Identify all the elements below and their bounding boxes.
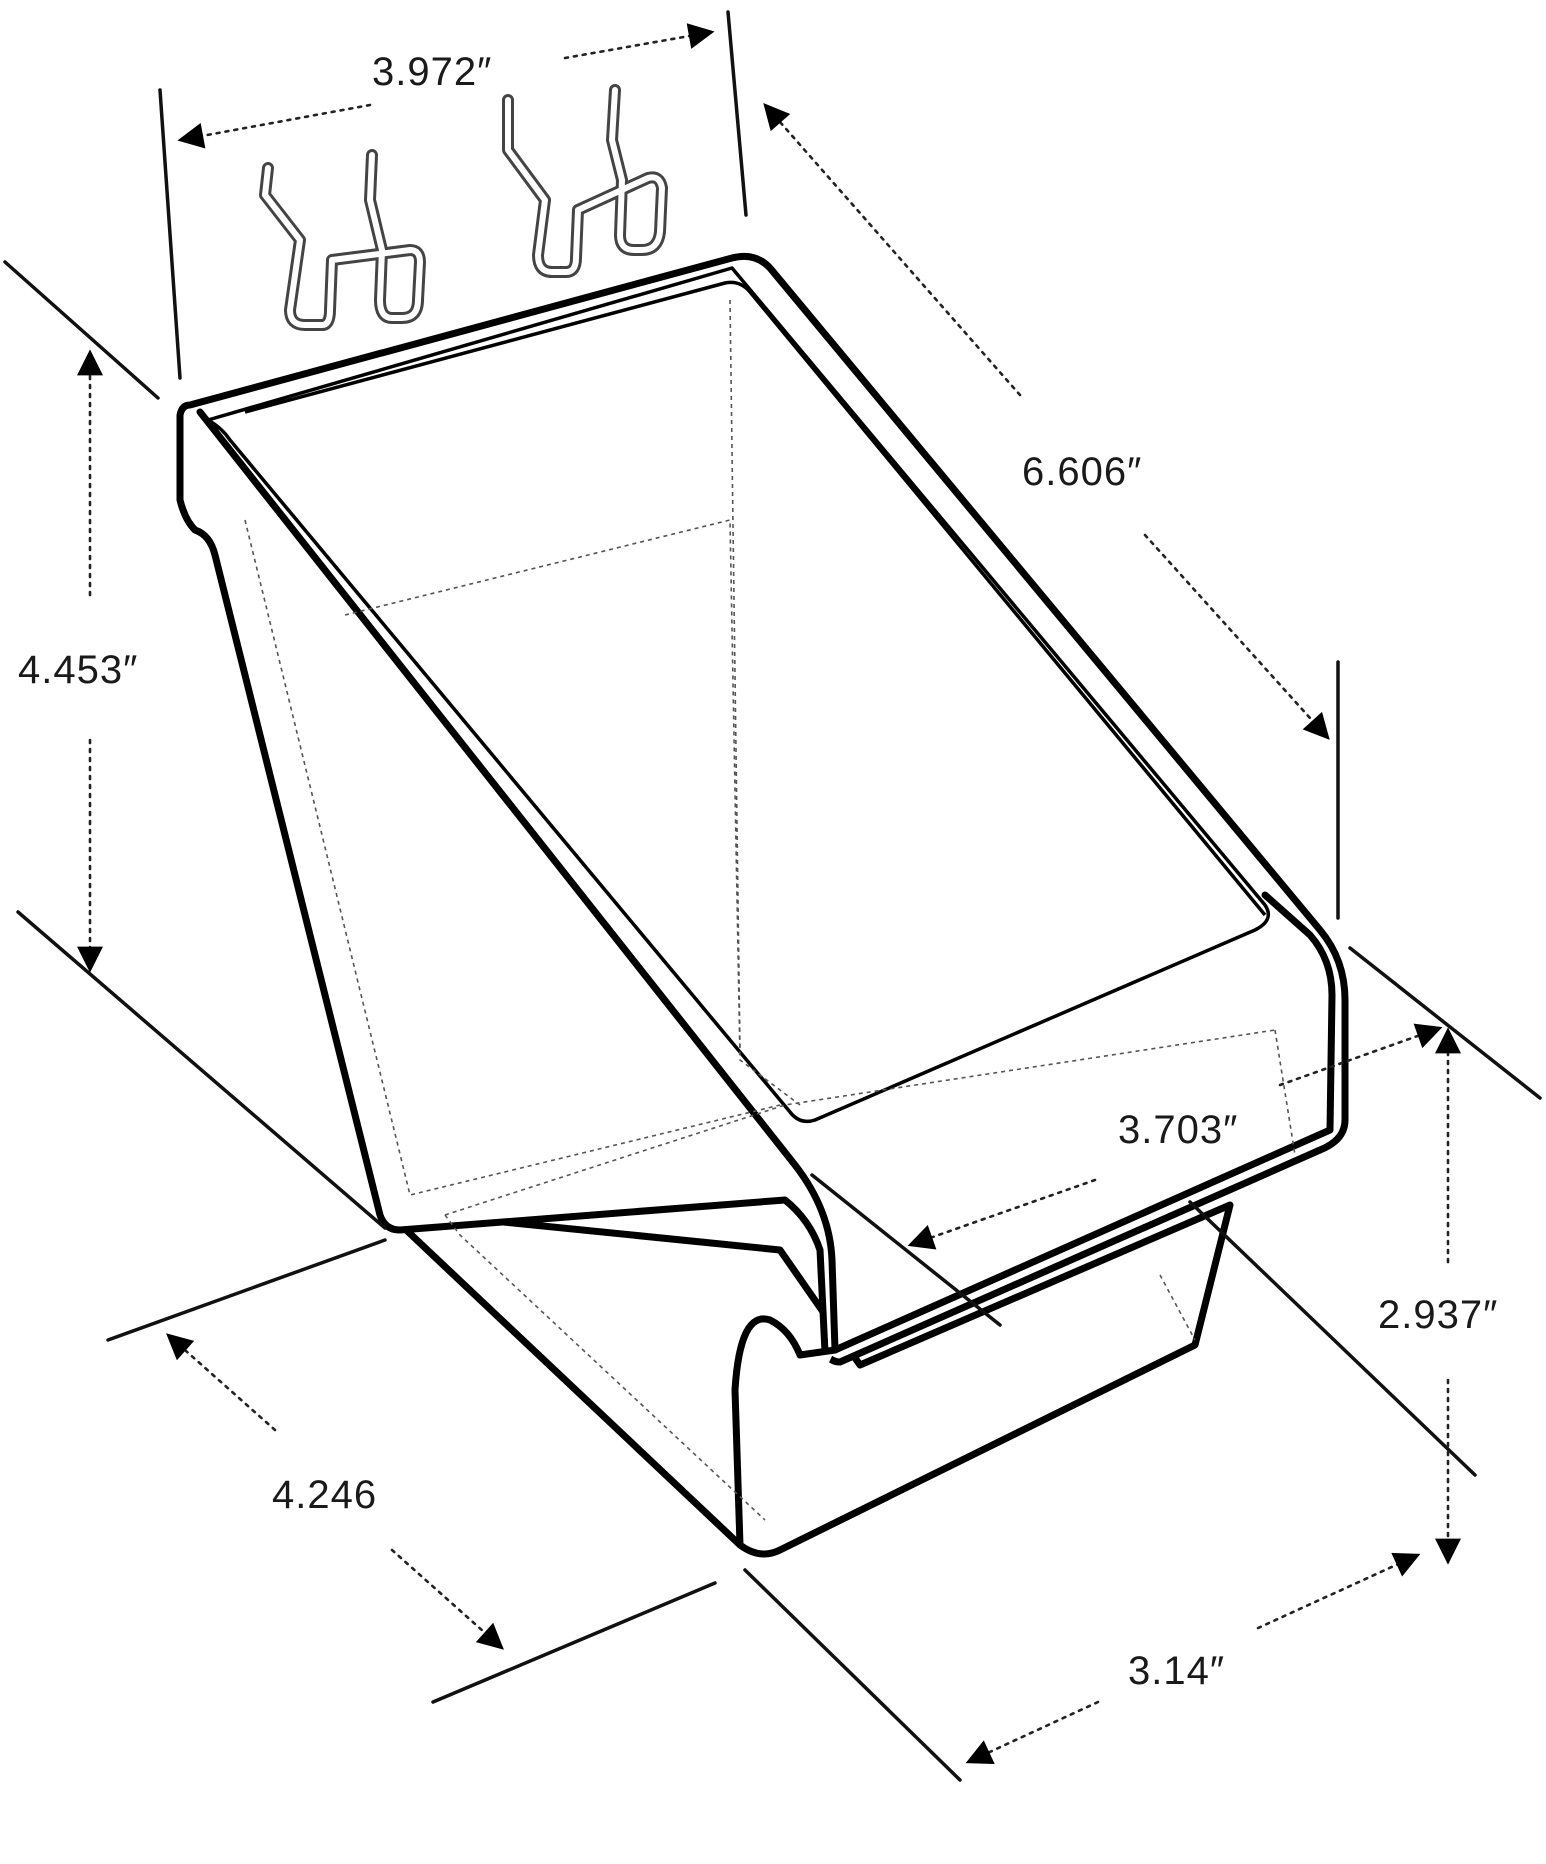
label-front-height: 2.937″ bbox=[1378, 1293, 1498, 1337]
label-bottom-width: 3.14″ bbox=[1128, 1649, 1225, 1693]
label-bottom-depth: 4.246 bbox=[272, 1473, 377, 1517]
dim-bottom-width: 3.14″ bbox=[743, 1552, 1421, 1782]
bin-body bbox=[176, 252, 1349, 1558]
label-depth: 6.606″ bbox=[1022, 450, 1142, 494]
dim-front-height: 2.937″ bbox=[1188, 1027, 1498, 1565]
dim-depth: 6.606″ bbox=[763, 103, 1340, 920]
peg-hook-right bbox=[502, 84, 668, 278]
peg-hook-left bbox=[259, 149, 426, 331]
dim-back-height: 4.453″ bbox=[3, 260, 387, 1230]
dim-front-width: 3.703″ bbox=[810, 946, 1542, 1327]
dim-bottom-depth: 4.246 bbox=[106, 1238, 717, 1704]
dim-top-width: 3.972″ bbox=[158, 10, 748, 380]
label-front-width: 3.703″ bbox=[1118, 1108, 1238, 1152]
label-back-height: 4.453″ bbox=[18, 648, 138, 692]
label-top-width: 3.972″ bbox=[372, 50, 492, 94]
